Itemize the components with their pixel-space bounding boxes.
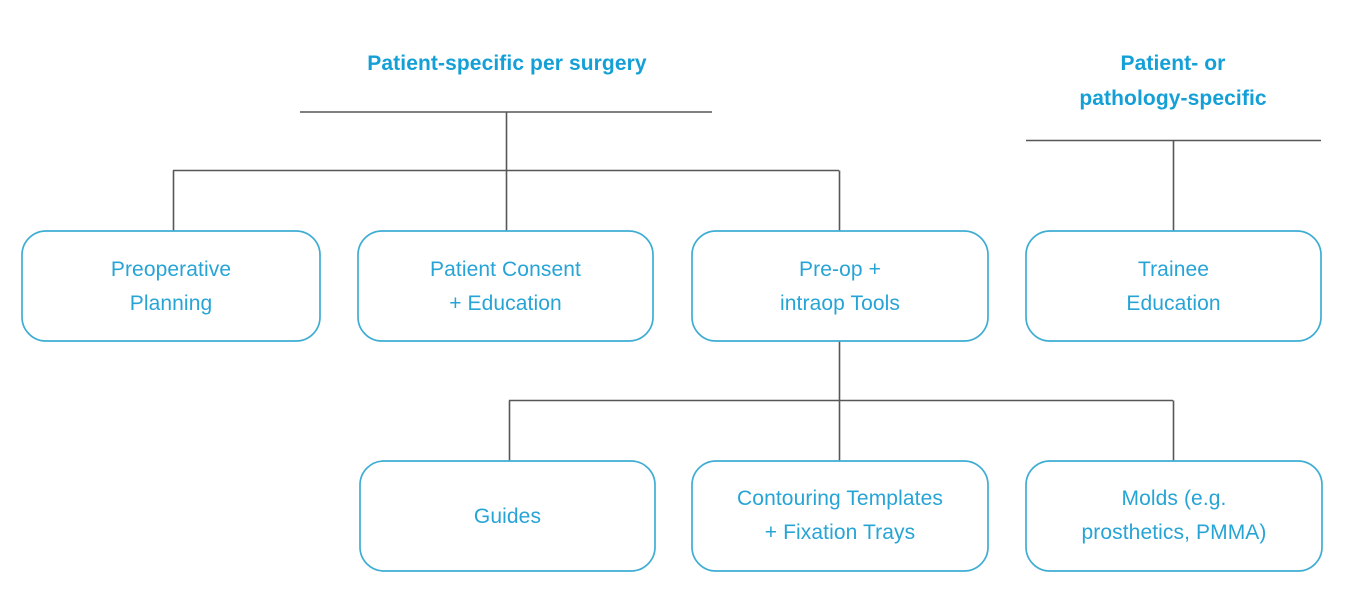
node-label-preop-intraop-tools-line1: Pre-op + [799, 258, 881, 281]
node-guides[interactable]: Guides [359, 460, 656, 572]
node-box-trainee-education[interactable] [1025, 230, 1322, 342]
group-heading-patient-or-pathology-specific-line1: Patient- or [1121, 52, 1226, 75]
node-label-contouring-templates-line1: Contouring Templates [737, 487, 943, 510]
group-heading-patient-or-pathology-specific-line2: pathology-specific [1079, 87, 1267, 110]
node-label-patient-consent-line2: + Education [449, 292, 562, 315]
node-box-molds[interactable] [1025, 460, 1323, 572]
node-label-molds-line2: prosthetics, PMMA) [1081, 521, 1266, 544]
node-label-molds-line1: Molds (e.g. [1122, 487, 1227, 510]
node-label-trainee-education-line2: Education [1126, 292, 1220, 315]
node-trainee-education[interactable]: Trainee Education [1025, 230, 1322, 342]
node-label-guides-line1: Guides [474, 505, 541, 528]
node-label-preop-intraop-tools-line2: intraop Tools [780, 292, 900, 315]
node-patient-consent[interactable]: Patient Consent + Education [357, 230, 654, 342]
group-heading-patient-specific-per-surgery-line1: Patient-specific per surgery [367, 52, 647, 75]
node-box-patient-consent[interactable] [357, 230, 654, 342]
node-box-preop-intraop-tools[interactable] [691, 230, 989, 342]
node-label-contouring-templates-line2: + Fixation Trays [765, 521, 915, 544]
node-label-preoperative-planning-line1: Preoperative [111, 258, 231, 281]
node-label-patient-consent-line1: Patient Consent [430, 258, 581, 281]
node-box-contouring-templates[interactable] [691, 460, 989, 572]
node-molds[interactable]: Molds (e.g. prosthetics, PMMA) [1025, 460, 1323, 572]
node-box-preoperative-planning[interactable] [21, 230, 321, 342]
node-label-preoperative-planning-line2: Planning [130, 292, 213, 315]
node-contouring-templates[interactable]: Contouring Templates + Fixation Trays [691, 460, 989, 572]
node-preop-intraop-tools[interactable]: Pre-op + intraop Tools [691, 230, 989, 342]
node-label-trainee-education-line1: Trainee [1138, 258, 1209, 281]
node-box-guides[interactable] [359, 460, 656, 572]
node-preoperative-planning[interactable]: Preoperative Planning [21, 230, 321, 342]
